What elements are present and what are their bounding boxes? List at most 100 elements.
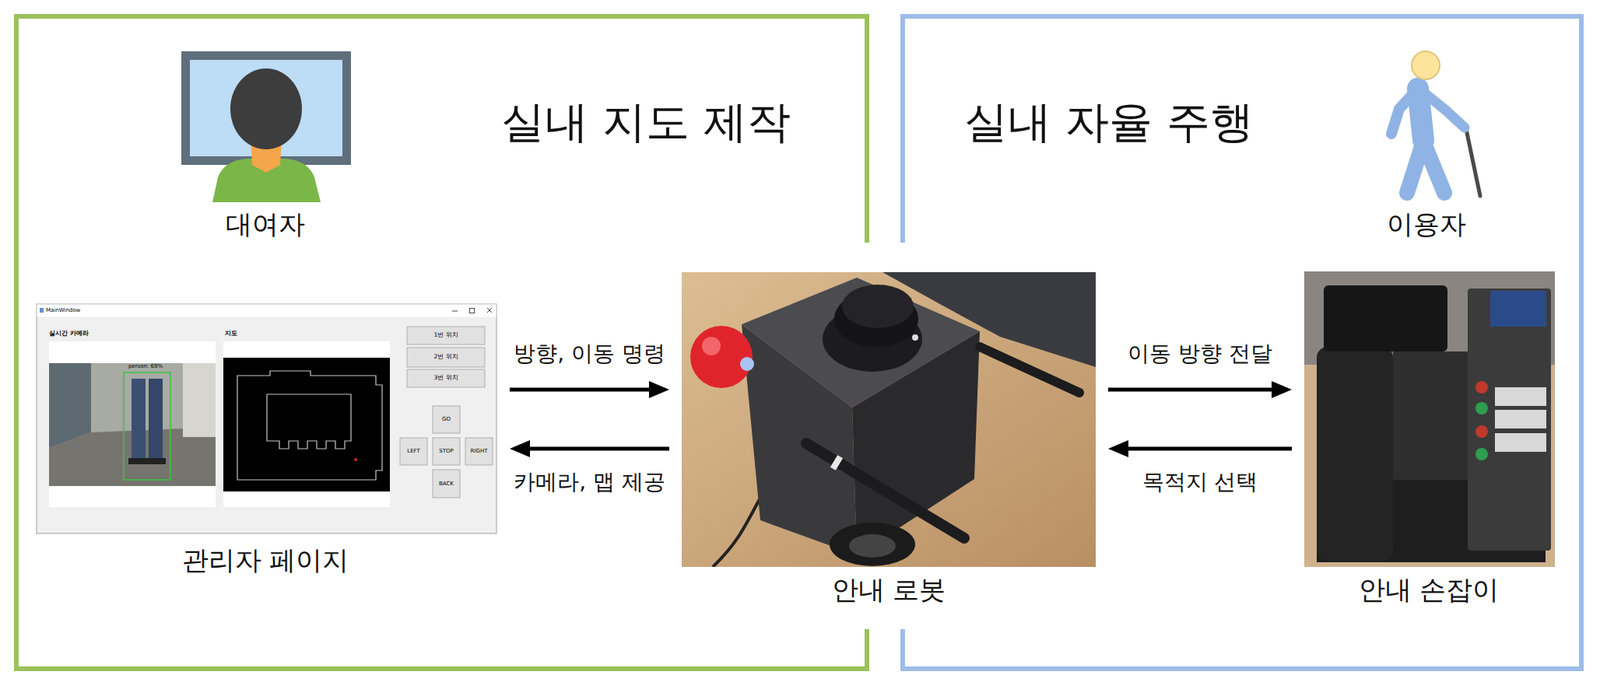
admin-window: [36, 304, 497, 534]
text-holder: 카메라, 맵 제공: [510, 469, 669, 496]
admin-window: [407, 326, 485, 345]
screen-label: GO: [442, 416, 451, 423]
handle-photo: [1316, 347, 1393, 562]
handle-photo: [1392, 351, 1468, 481]
user-icon: [1423, 141, 1445, 193]
robot-photo: [979, 347, 1080, 393]
screen-label: 1번 위치: [433, 332, 458, 340]
text-holder: BACK: [438, 480, 454, 488]
handle-device: 안내 손잡이: [1299, 266, 1560, 611]
admin-screen: 관리자 페이지: [31, 299, 502, 584]
user-icon: [1391, 51, 1481, 197]
person-icon: 대여자: [175, 48, 358, 248]
screen-label: 지도: [224, 329, 238, 337]
admin-window: [432, 406, 460, 434]
robot-photo: [681, 272, 1096, 568]
robot-photo: [806, 443, 965, 539]
admin-window: [39, 308, 44, 313]
text-holder: 안내 손잡이: [1358, 574, 1500, 607]
renter-icon: [181, 51, 351, 165]
text-holder: GO: [442, 416, 451, 423]
node-label: 실내 자율 주행: [964, 95, 1254, 148]
edge-label: 목적지 선택: [1139, 469, 1262, 496]
admin-window: [123, 372, 171, 481]
robot-photo: [842, 284, 914, 329]
node-label: 실내 지도 제작: [501, 95, 791, 148]
text-holder: 대여자: [225, 208, 306, 241]
admin-window: [147, 458, 166, 465]
admin-window: [400, 326, 493, 499]
region-outline: [16, 16, 867, 670]
screen-label: person: 69%: [128, 363, 163, 370]
admin-window: [49, 363, 216, 487]
node-label: 관리자 페이지: [182, 544, 350, 577]
admin-window: [465, 438, 493, 466]
text-holder: 이용자: [1386, 208, 1467, 241]
renter-icon: [181, 51, 351, 203]
arrow-connector: [1123, 447, 1292, 452]
admin-window: [237, 371, 383, 481]
admin-window: [37, 305, 497, 318]
arrow-connector: [1108, 388, 1277, 393]
user-icon: [1421, 90, 1465, 128]
handle-photo: [1304, 271, 1555, 568]
admin-window: [400, 438, 428, 466]
arrow-connector: [509, 388, 654, 393]
robot-photo: [712, 498, 761, 568]
handle-photo: [1467, 288, 1551, 551]
renter-icon: [230, 68, 302, 150]
admin-window: [407, 369, 485, 388]
robot-photo: [701, 336, 721, 356]
region-outline: [902, 16, 1582, 670]
text-holder: 관리자 페이지: [182, 544, 350, 577]
robot-photo: [849, 534, 896, 558]
admin-window: [131, 378, 146, 462]
handle-photo: [1494, 387, 1547, 407]
edge-label: 방향, 이동 명령: [510, 340, 669, 368]
text-holder: person: 69%: [128, 363, 163, 370]
admin-window: [49, 341, 216, 508]
robot-photo: [681, 272, 1096, 568]
admin-window: [223, 341, 390, 508]
handle-photo: [1490, 291, 1547, 327]
screen-label: MainWindow: [45, 307, 81, 314]
node-label: 안내 로봇: [831, 574, 947, 607]
admin-window: [223, 357, 390, 492]
admin-window: [407, 347, 485, 368]
robot-photo: [690, 326, 753, 389]
admin-window: [470, 308, 475, 314]
arrow-connector: [525, 447, 670, 452]
robot-photo: 안내 로봇: [677, 242, 1101, 630]
text-holder: LEFT: [407, 448, 421, 455]
handle-photo: [1475, 381, 1488, 394]
handle-photo: [1475, 425, 1488, 439]
text-holder: 실내 지도 제작: [501, 95, 791, 148]
text-holder: 1번 위치: [433, 332, 458, 340]
user-icon: [1411, 51, 1440, 80]
text-holder: 실내 자율 주행: [964, 95, 1254, 148]
person-icon: 이용자: [1369, 48, 1487, 248]
text-holder: 3번 위치: [433, 375, 458, 383]
admin-window: [266, 394, 351, 450]
admin-window: [487, 308, 492, 313]
edge-label: 이동 방향 전달: [1124, 340, 1276, 368]
admin-window: [432, 470, 460, 499]
admin-window: [354, 458, 358, 462]
screen-label: STOP: [438, 448, 453, 455]
region-panel: 실내 지도 제작대여자관리자 페이지: [14, 14, 870, 672]
robot-photo: [830, 455, 843, 471]
handle-photo: [1323, 285, 1448, 352]
renter-icon: [189, 59, 343, 157]
screen-label: BACK: [438, 480, 454, 488]
text-holder: 지도: [224, 329, 238, 337]
handle-photo: [1304, 271, 1555, 568]
admin-window: [148, 378, 163, 462]
handle-photo: [1475, 448, 1488, 461]
text-holder: 안내 로봇: [831, 574, 947, 607]
text-holder: 이동 방향 전달: [1124, 340, 1276, 368]
admin-window: [182, 363, 216, 438]
text-holder: MainWindow: [45, 307, 81, 314]
text-holder: RIGHT: [470, 448, 488, 455]
node-label: 대여자: [225, 208, 306, 241]
